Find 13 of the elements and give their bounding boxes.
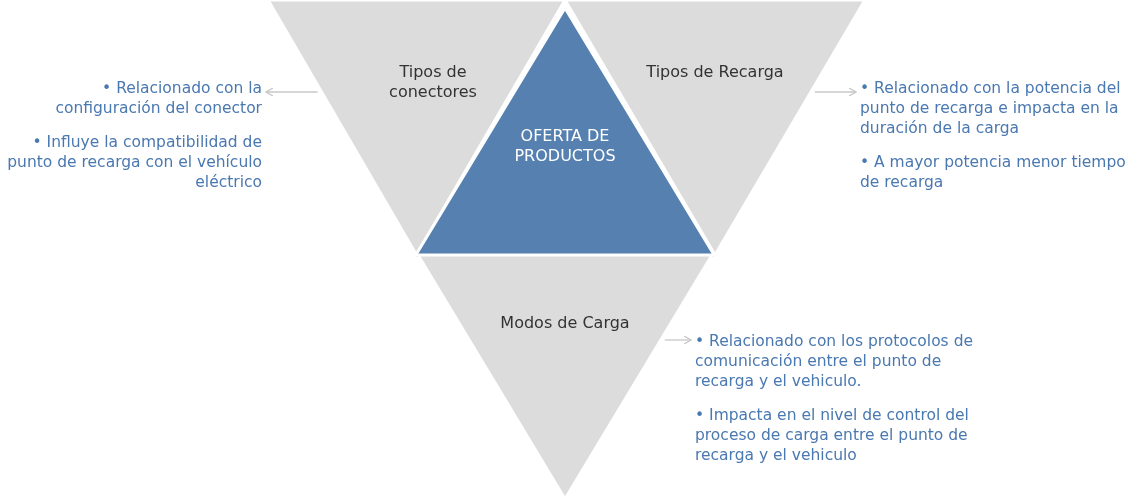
- bullet-text: • Influye la compatibilidad de punto de recarga con el vehículo eléctrico: [6, 132, 262, 192]
- arrow: [814, 87, 857, 97]
- triangle-label: Modos de Carga: [499, 313, 631, 333]
- bullet-text: • A mayor potencia menor tiempo de recarga: [860, 152, 1127, 192]
- bullet-text: • Relacionado con la configuración del conector: [54, 78, 262, 118]
- triangle-label: Tipos de Recarga: [645, 62, 785, 82]
- arrow: [265, 87, 319, 97]
- arrow: [664, 335, 692, 345]
- bullet-text: • Relacionado con la potencia del punto de recarga e impacta en la duración de la carga: [860, 78, 1122, 138]
- triangle-label: OFERTA DE PRODUCTOS: [513, 126, 617, 166]
- triangle-label: Tipos de conectores: [388, 62, 478, 102]
- bullet-text: • Relacionado con los protocolos de comunicación entre el punto de recarga y el vehiculo.: [695, 331, 974, 391]
- bullet-text: • Impacta en el nivel de control del proceso de carga entre el punto de recarga y el vehiculo: [695, 405, 970, 465]
